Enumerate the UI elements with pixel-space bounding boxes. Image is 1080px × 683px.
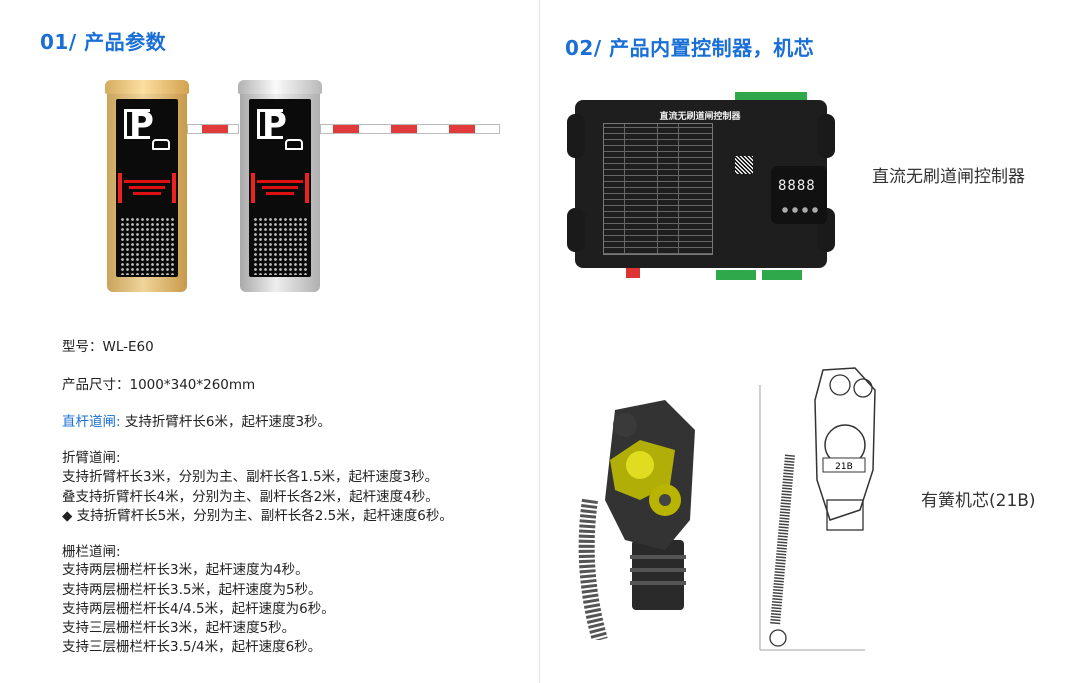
folding-line: 支持折臂杆长3米，分别为主、副杆长各1.5米，起杆速度3秒。: [62, 469, 439, 485]
barrier-gate-gold: P: [105, 80, 189, 292]
parking-p-icon: [124, 109, 150, 139]
straight-text: 支持折臂杆长6米，起杆速度3秒。: [120, 414, 332, 430]
boom-arm-short: [187, 124, 239, 134]
boom-arm-long: [320, 124, 500, 134]
spec-size: 产品尺寸：1000*340*260mm: [62, 377, 256, 393]
section-title-params: 01/ 产品参数: [40, 30, 167, 54]
fence-line: 支持两层栅栏杆长4/4.5米，起杆速度为6秒。: [62, 601, 335, 617]
folding-label: 折臂道闸:: [62, 450, 121, 466]
fence-line: 支持两层栅栏杆长3米，起杆速度为4秒。: [62, 562, 309, 578]
section-title-controller: 02/ 产品内置控制器，机芯: [565, 36, 815, 60]
barrier-gate-silver: P: [238, 80, 322, 292]
spec-model: 型号：WL-E60: [62, 339, 154, 355]
folding-line: ◆ 支持折臂杆长5米，分别为主、副杆长各2.5米，起杆速度6秒。: [62, 508, 453, 524]
led-display: 8888: [771, 166, 827, 224]
mechanism-drawing: 21B: [759, 367, 876, 651]
car-icon: [152, 139, 170, 150]
straight-label: 直杆道闸:: [62, 414, 121, 430]
mechanism-caption: 有簧机芯(21B): [921, 491, 1036, 511]
section-divider: [539, 0, 540, 683]
fence-label: 栅栏道闸:: [62, 544, 121, 560]
spec-straight: 直杆道闸: 支持折臂杆长6米，起杆速度3秒。: [62, 410, 331, 430]
svg-text:21B: 21B: [835, 462, 853, 472]
car-icon: [285, 139, 303, 150]
fence-line: 支持两层栅栏杆长3.5米，起杆速度为5秒。: [62, 582, 322, 598]
qr-code: [735, 156, 753, 174]
mechanism-render: [578, 400, 695, 640]
controller-header: 直流无刷道闸控制器: [659, 112, 741, 122]
fence-line: 支持三层栅栏杆长3米，起杆速度5秒。: [62, 620, 296, 636]
parking-p-icon: [257, 109, 283, 139]
parameter-table: [603, 123, 713, 255]
controller-caption: 直流无刷道闸控制器: [872, 167, 1025, 187]
folding-line: 叠支持折臂杆长4米，分别为主、副杆长各2米，起杆速度4秒。: [62, 489, 439, 505]
fence-line: 支持三层栅栏杆长3.5/4米，起杆速度6秒。: [62, 639, 322, 655]
